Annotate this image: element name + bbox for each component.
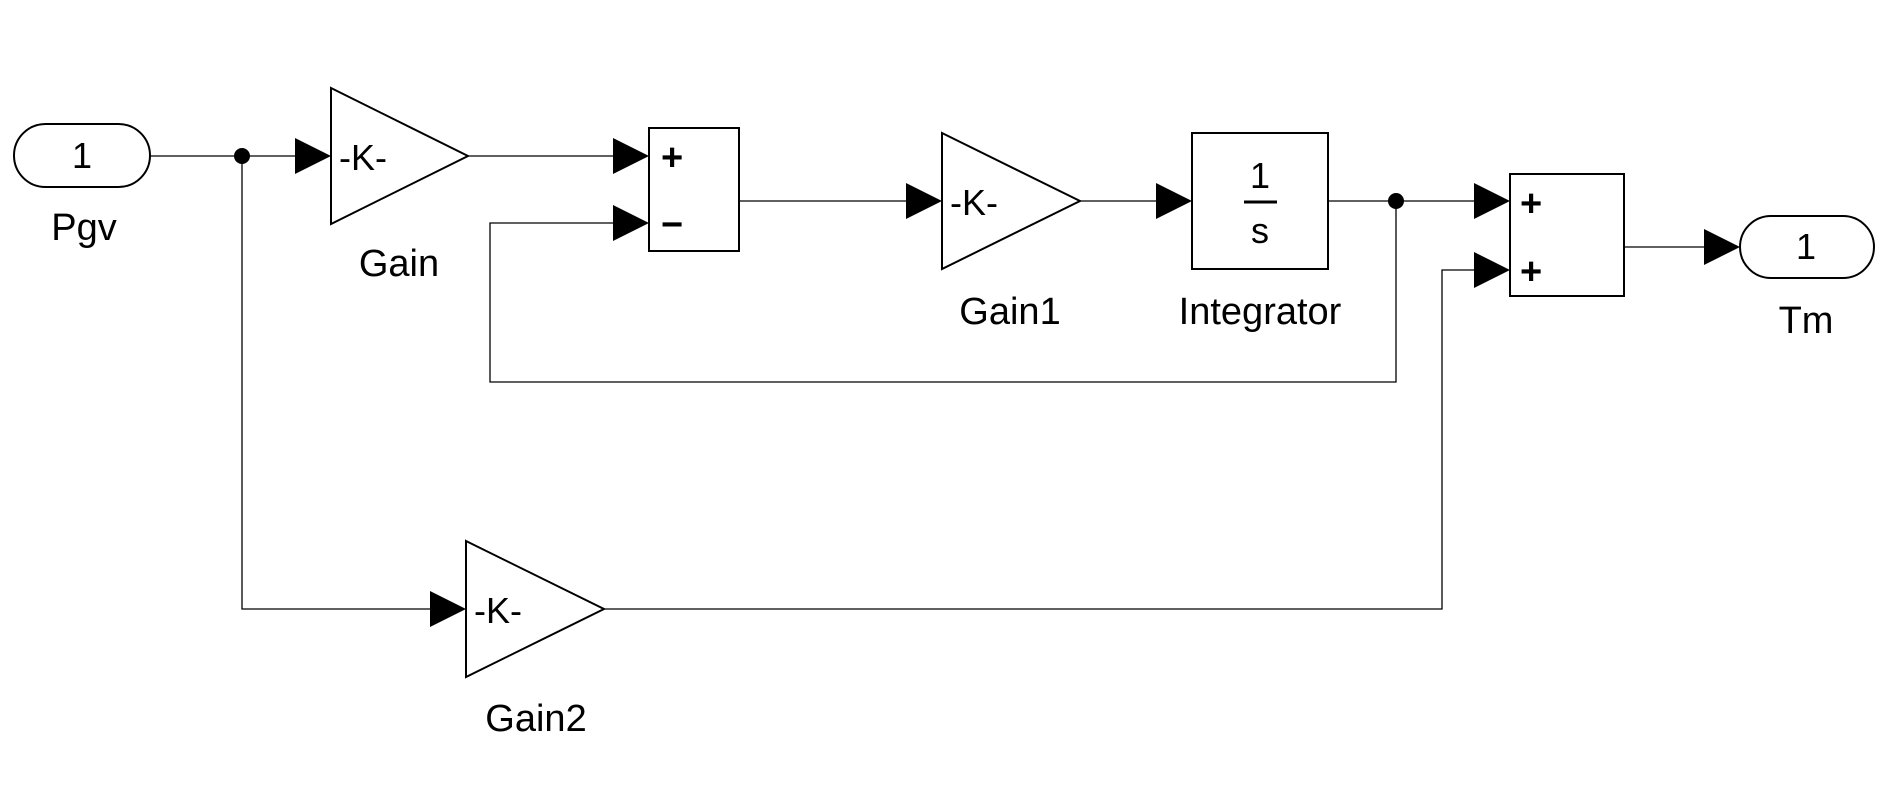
sum2-block[interactable]: + +: [1509, 173, 1625, 297]
arrowhead-sum1-minus-input: [613, 205, 649, 241]
gain1-value: -K-: [950, 182, 998, 223]
wire-feedback: [489, 201, 1397, 383]
sum2-sign-plus1: +: [1520, 183, 1542, 225]
arrowhead-sum2-plus1-input: [1474, 183, 1510, 219]
inport-block[interactable]: 1 Pgv: [13, 123, 151, 249]
arrowhead-sum2-plus2-input: [1474, 252, 1510, 288]
sum1-sign-minus: −: [661, 204, 683, 246]
arrowhead-gain-input: [295, 138, 331, 174]
integrator-denominator: s: [1251, 210, 1269, 251]
integrator-block[interactable]: 1 s Integrator: [1179, 132, 1342, 333]
arrowhead-outport-input: [1704, 229, 1740, 265]
gain2-label: Gain2: [485, 698, 586, 740]
arrowhead-gain2-input: [430, 591, 466, 627]
integrator-rect[interactable]: [1191, 132, 1329, 270]
sum2-sign-plus2: +: [1520, 251, 1542, 293]
gain2-value: -K-: [474, 590, 522, 631]
gain1-label: Gain1: [959, 291, 1060, 333]
gain-block[interactable]: -K- Gain: [330, 86, 471, 285]
arrowhead-gain1-input: [906, 183, 942, 219]
branch-point-integrator: [1388, 193, 1404, 209]
sum1-block[interactable]: + −: [648, 127, 740, 252]
gain1-block[interactable]: -K- Gain1: [941, 131, 1083, 333]
gain-triangle[interactable]: [330, 86, 471, 226]
inport-number: 1: [72, 135, 92, 176]
arrowhead-sum1-plus-input: [613, 138, 649, 174]
wire-branch-to-gain2: [241, 156, 435, 610]
outport-label: Tm: [1779, 300, 1834, 342]
gain-label: Gain: [359, 243, 439, 285]
outport-number: 1: [1796, 226, 1816, 267]
gain2-triangle[interactable]: [465, 539, 607, 679]
wire-gain2-to-sum2: [604, 269, 1480, 610]
sum2-rect[interactable]: [1509, 173, 1625, 297]
sum1-sign-plus: +: [661, 137, 683, 179]
integrator-label: Integrator: [1179, 291, 1342, 333]
gain2-block[interactable]: -K- Gain2: [465, 539, 607, 740]
gain1-triangle[interactable]: [941, 131, 1083, 271]
sum1-rect[interactable]: [648, 127, 740, 252]
branch-point-input: [234, 148, 250, 164]
arrowheads: [295, 138, 1740, 627]
outport-shape[interactable]: [1739, 215, 1875, 279]
integrator-numerator: 1: [1250, 155, 1270, 196]
gain-value: -K-: [339, 137, 387, 178]
inport-shape[interactable]: [13, 123, 151, 188]
signal-lines: [150, 155, 1712, 610]
outport-block[interactable]: 1 Tm: [1739, 215, 1875, 342]
arrowhead-integrator-input: [1156, 183, 1192, 219]
inport-label: Pgv: [51, 207, 116, 249]
